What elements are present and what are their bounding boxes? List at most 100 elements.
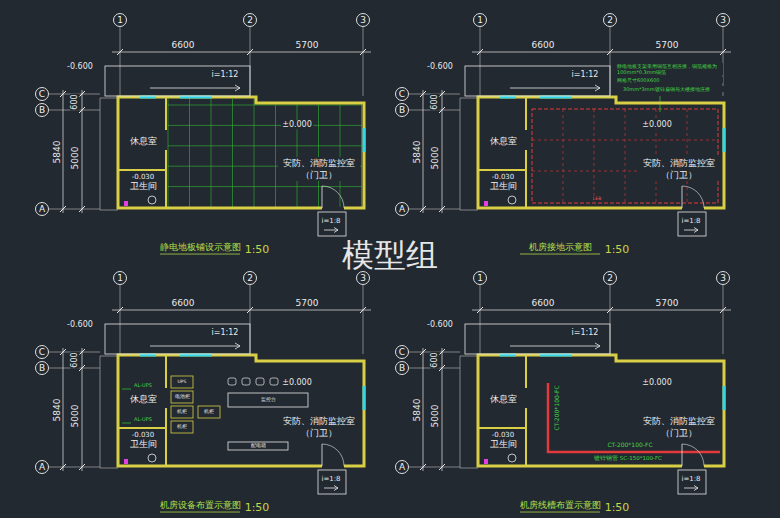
elevation-label: ±0.000: [281, 378, 313, 387]
dimension-label: 5000: [70, 146, 80, 171]
porch-line: [100, 210, 118, 211]
circuit-label: AL-UPS: [133, 383, 153, 389]
slope-label: i=1:8: [680, 475, 701, 483]
axis-number: B: [39, 106, 45, 115]
dim-tick: [439, 107, 445, 113]
floor-plan: [49, 285, 371, 512]
dimension-label: 5000: [430, 404, 440, 429]
partition-wall: [165, 355, 167, 388]
scale-label: 1:50: [604, 502, 631, 515]
window: [723, 386, 726, 410]
floor-plan: [409, 27, 731, 254]
door-leaf: [682, 186, 683, 208]
elevation-label: -0.030: [131, 431, 156, 439]
room-name: 休息室: [129, 136, 158, 146]
ramp-arrow: [684, 230, 698, 231]
door-swing: [682, 444, 704, 466]
elevation-label: -0.030: [131, 173, 156, 181]
partition-wall: [525, 408, 527, 466]
title-underline: [520, 254, 600, 255]
drawing-title: 机房接地示意图: [528, 243, 593, 253]
partition-wall: [165, 150, 167, 208]
axis-bubble: C: [395, 87, 409, 101]
axis-number: 2: [607, 16, 613, 25]
room-area: 休息室: [482, 357, 524, 427]
ramp-arrow: [334, 228, 338, 233]
dimension-line: [82, 348, 83, 471]
axis-bubble: 1: [113, 13, 127, 27]
ramp-outline: [318, 470, 346, 494]
dim-tick: [60, 349, 66, 355]
dim-tick: [420, 349, 426, 355]
equipment-rack: [198, 406, 220, 418]
ramp-outline: [105, 66, 250, 96]
equipment-rack: [171, 376, 193, 388]
dimension-label: 5700: [655, 298, 680, 308]
axis-bubble: A: [35, 460, 49, 474]
slope-label: i=1:12: [571, 70, 600, 79]
dim-tick: [439, 91, 445, 97]
axis-number: A: [39, 205, 45, 214]
partition-wall: [525, 150, 527, 208]
axis-bubble: 2: [603, 13, 617, 27]
room-name: 卫生间: [129, 439, 158, 449]
elevation-label: -0.030: [491, 173, 516, 181]
floor-grid: [275, 105, 276, 207]
dimension-label: 6600: [531, 40, 556, 50]
dimension-line: [423, 90, 424, 213]
axis-bubble: 3: [716, 13, 730, 27]
elevation-label: -0.600: [426, 320, 454, 329]
ramp-arrow: [694, 228, 698, 233]
title-underline: [520, 512, 600, 513]
dim-tick: [60, 206, 66, 212]
dimension-label: 5000: [430, 146, 440, 171]
axis-number: A: [39, 463, 45, 472]
room-name: 卫生间: [489, 181, 518, 191]
ramp-arrow: [150, 346, 240, 347]
dimension-line: [112, 52, 371, 53]
ramp-outline: [678, 212, 706, 236]
floor-drain: [124, 459, 128, 464]
cable-tray-label: CT-200*100-FC: [554, 384, 561, 431]
slope-label: i=1:8: [680, 217, 701, 225]
room-name: 休息室: [129, 394, 158, 404]
floor-plan: [409, 285, 731, 512]
porch-line: [100, 356, 118, 357]
floor-plan: [49, 27, 371, 254]
partition-wall: [525, 355, 527, 388]
dimension-line: [63, 348, 64, 471]
axis-bubble: C: [35, 87, 49, 101]
dimension-label: 5840: [52, 140, 62, 165]
dim-tick: [79, 365, 85, 371]
axis-number: B: [39, 364, 45, 373]
tag-label: LEB: [592, 196, 602, 201]
elevation-label: ±0.000: [281, 120, 313, 129]
ramp-arrow: [324, 488, 338, 489]
dimension-line: [63, 90, 64, 213]
dim-tick: [79, 349, 85, 355]
cable-tray-label: CT-200*100-FC: [606, 442, 653, 449]
grounding-grid: [563, 109, 564, 203]
axis-line: [120, 27, 121, 96]
axis-number: B: [399, 364, 405, 373]
axis-number: C: [39, 90, 45, 99]
ramp-arrow: [150, 88, 240, 89]
chair-symbol: [270, 378, 278, 385]
axis-bubble: B: [35, 361, 49, 375]
dimension-label: 5840: [412, 398, 422, 423]
dimension-line: [472, 310, 731, 311]
drawing-title: 机房线槽布置示意图: [519, 501, 602, 511]
axis-number: 1: [117, 274, 123, 283]
axis-bubble: A: [35, 202, 49, 216]
axis-bubble: 3: [716, 271, 730, 285]
dimension-label: 600: [430, 351, 439, 368]
wall: [478, 355, 724, 466]
ramp-arrow: [595, 343, 600, 349]
room-name: 休息室: [489, 136, 518, 146]
door-swing: [322, 444, 344, 466]
axis-number: A: [399, 463, 405, 472]
porch-line: [100, 468, 118, 469]
scale-label: 1:50: [604, 244, 631, 257]
slope-label: i=1:8: [320, 475, 341, 483]
axis-number: 3: [360, 274, 366, 283]
